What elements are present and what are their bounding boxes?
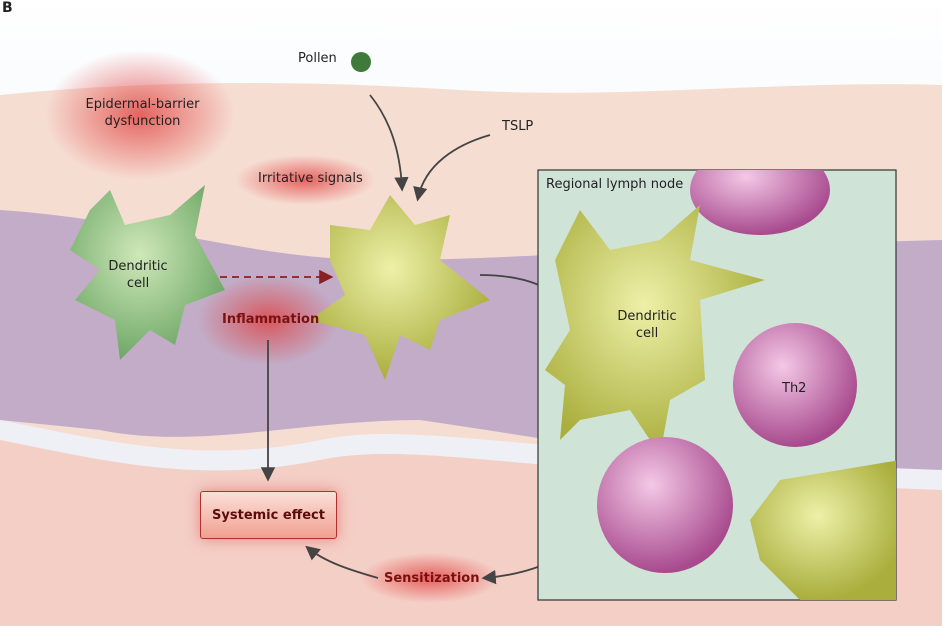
dendritic-cell-corner [750, 460, 896, 600]
barrier-label: Epidermal-barrier dysfunction [85, 97, 200, 129]
pollen-arrow [369, 94, 409, 192]
inflammation-glow [198, 275, 338, 365]
sensitization-label: Sensitization [384, 571, 480, 586]
sensitization-glow [360, 553, 500, 603]
inflammation-label: Inflammation [222, 312, 320, 327]
barrier-dysfunction-glow [45, 50, 235, 180]
irritative-glow [235, 155, 375, 205]
th2-cell [733, 323, 857, 447]
dendritic-cell-skin [70, 185, 225, 360]
dendritic-cell-label: Dendritic cell [108, 259, 168, 291]
dendritic-cell-activated [310, 195, 490, 380]
lymph-node-label: Regional lymph node [546, 177, 684, 192]
systemic-effect-box: Systemic effect [200, 491, 337, 539]
dendritic-cell-node [545, 205, 765, 455]
node-dendritic-cell-label: Dendritic cell [617, 309, 677, 341]
th2-label: Th2 [782, 381, 807, 396]
irritative-label: Irritative signals [258, 171, 363, 186]
lymphocyte-top [690, 170, 830, 235]
panel-label: B [2, 0, 13, 16]
lymph-node-inset [537, 169, 897, 601]
tslp-arrow [413, 134, 491, 202]
sensitization-to-systemic-arrow [305, 545, 379, 579]
pollen-label: Pollen [298, 51, 337, 66]
tslp-label: TSLP [502, 119, 534, 134]
lymphocyte-bottom [597, 437, 733, 573]
pollen-icon [351, 52, 371, 72]
